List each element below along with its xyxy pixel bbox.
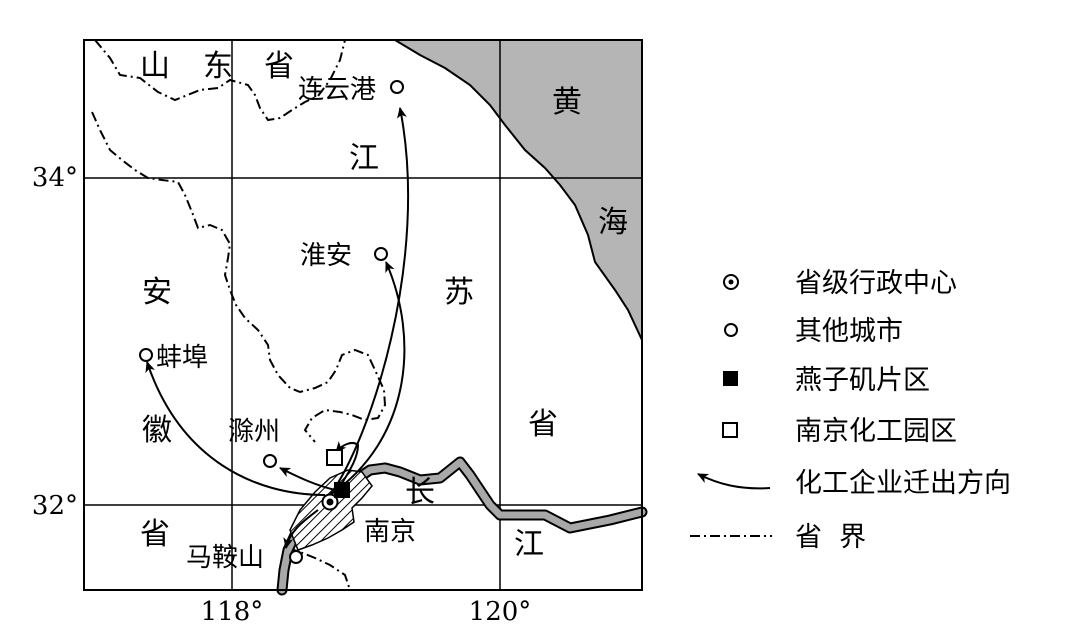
hollow-square-icon bbox=[722, 422, 738, 438]
legend-label-chemical-park: 南京化工园区 bbox=[795, 416, 957, 447]
huanghai-char-1: 黄 bbox=[552, 85, 582, 120]
lon-118-label: 118° bbox=[201, 597, 264, 627]
anhui-char-3: 省 bbox=[140, 517, 170, 552]
chuzhou-marker-icon bbox=[263, 454, 277, 468]
lat-32-label: 32° bbox=[32, 491, 78, 521]
legend-label-boundary: 省 界 bbox=[795, 522, 866, 553]
huaian-marker-icon bbox=[374, 247, 388, 261]
lianyungang-label: 连云港 bbox=[298, 75, 376, 105]
bengbu-marker-icon bbox=[139, 348, 153, 362]
bengbu-label: 蚌埠 bbox=[156, 343, 208, 373]
shandong-char-2: 东 bbox=[203, 49, 233, 84]
legend-item-chemical-park: 南京化工园区 bbox=[722, 416, 957, 447]
shandong-char-3: 省 bbox=[264, 49, 294, 84]
nanjing-chemical-park-marker-icon bbox=[326, 449, 343, 466]
chuzhou-label: 滁州 bbox=[228, 417, 280, 447]
lianyungang-marker-icon bbox=[390, 80, 404, 94]
legend-label-relocation: 化工企业迁出方向 bbox=[795, 468, 1011, 499]
legend-item-other-city: 其他城市 bbox=[724, 316, 903, 347]
jiangsu-char-2: 苏 bbox=[444, 275, 474, 310]
yanziji-area-marker-icon bbox=[334, 482, 350, 498]
jiangsu-char-1: 江 bbox=[349, 141, 379, 176]
graticule bbox=[84, 40, 642, 590]
city-symbols bbox=[139, 80, 404, 564]
yellow-sea-area bbox=[391, 39, 643, 341]
maanshan-marker-icon bbox=[289, 550, 303, 564]
jiangsu-char-3: 省 bbox=[528, 407, 558, 442]
legend-label-yanziji: 燕子矶片区 bbox=[795, 365, 930, 396]
legend-label-provincial-capital: 省级行政中心 bbox=[795, 268, 957, 299]
huanghai-char-2: 海 bbox=[598, 205, 628, 240]
lat-34-label: 34° bbox=[32, 163, 78, 193]
filled-square-icon bbox=[723, 371, 738, 386]
legend: 省级行政中心 其他城市 燕子矶片区 南京化工园区 化工企业迁出方向 省 界 bbox=[690, 268, 1011, 553]
relocation-arrows bbox=[145, 107, 410, 549]
legend-item-relocation: 化工企业迁出方向 bbox=[697, 468, 1011, 499]
shandong-char-1: 山 bbox=[140, 49, 170, 84]
legend-item-boundary: 省 界 bbox=[690, 522, 866, 553]
huaian-label: 淮安 bbox=[300, 241, 352, 271]
changjiang-char-1: 长 bbox=[405, 475, 435, 510]
legend-item-yanziji: 燕子矶片区 bbox=[723, 365, 930, 396]
lon-120-label: 120° bbox=[469, 597, 532, 627]
anhui-char-2: 徽 bbox=[142, 413, 172, 448]
arrow-icon bbox=[697, 473, 771, 490]
changjiang-char-2: 江 bbox=[514, 527, 544, 562]
anhui-char-1: 安 bbox=[142, 275, 172, 310]
province-boundaries bbox=[91, 40, 387, 590]
maanshan-label: 马鞍山 bbox=[186, 543, 264, 573]
map-frame bbox=[83, 39, 643, 591]
legend-item-provincial-capital: 省级行政中心 bbox=[723, 268, 957, 299]
nanjing-label: 南京 bbox=[364, 517, 416, 547]
legend-label-other-city: 其他城市 bbox=[795, 316, 903, 347]
circle-icon bbox=[724, 323, 738, 337]
